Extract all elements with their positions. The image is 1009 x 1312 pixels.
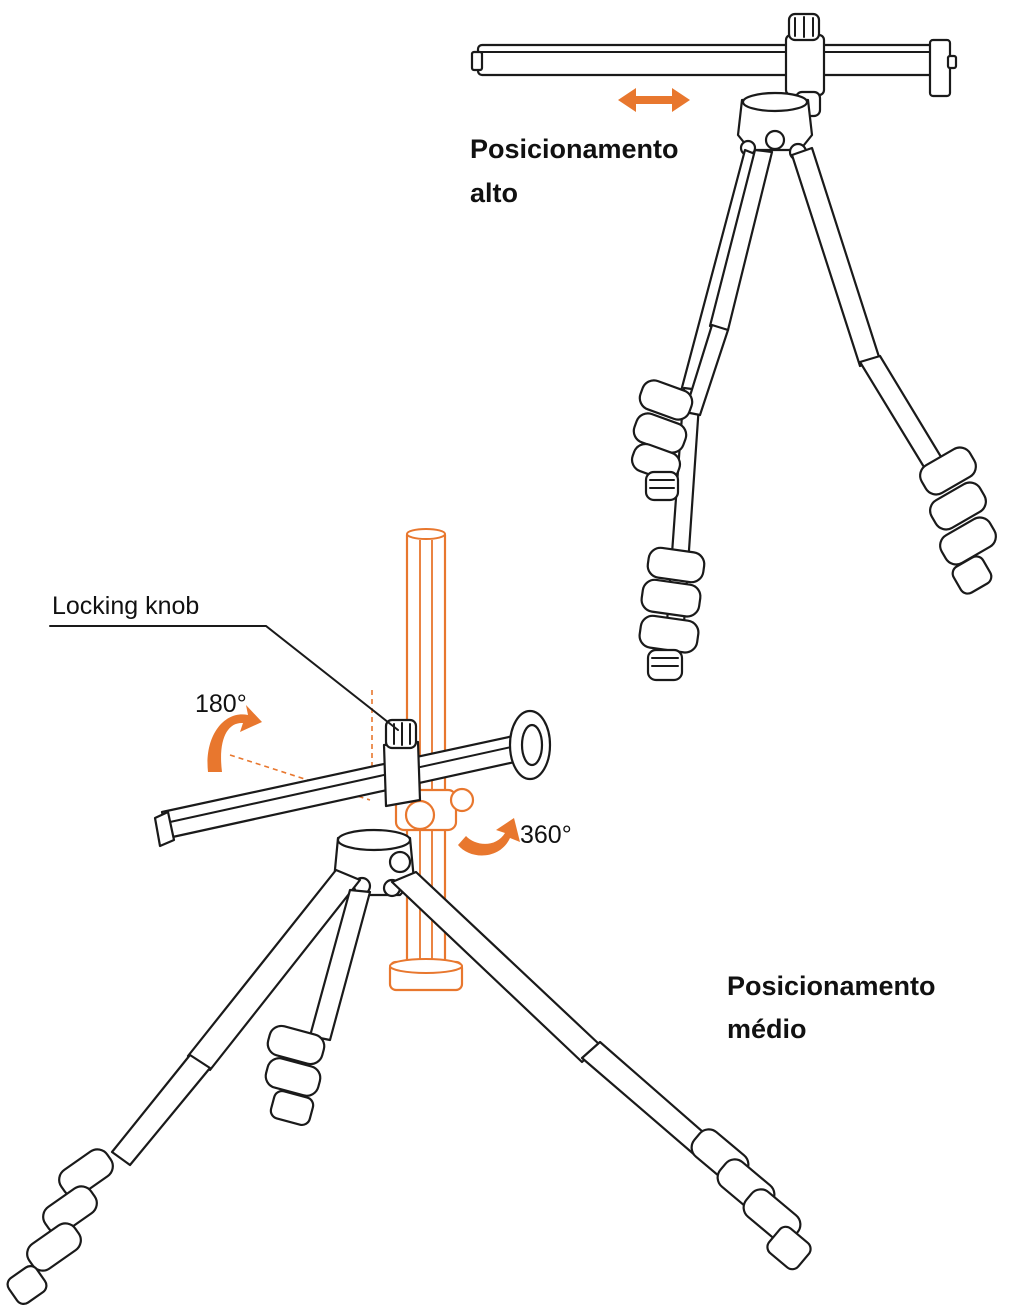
- leg-middle-right: [390, 870, 812, 1271]
- horizontal-arm-middle: [153, 709, 552, 848]
- horizontal-column-top: [470, 12, 958, 118]
- leg-middle-back: [264, 888, 372, 1127]
- label-rotation-180: 180°: [195, 690, 247, 718]
- leg-middle-left: [6, 868, 362, 1305]
- tripod-high-position: [470, 12, 997, 682]
- tripod-middle-position: [6, 528, 812, 1305]
- leg-top-right: [790, 146, 997, 595]
- label-middle-line2: médio: [727, 1014, 807, 1044]
- label-middle-line1: Posicionamento: [727, 971, 936, 1001]
- label-high-line1: Posicionamento: [470, 134, 679, 164]
- vertical-column-orange: [388, 528, 475, 992]
- double-arrow-icon: [618, 88, 690, 112]
- locking-knob-leader: [49, 625, 399, 731]
- rotate-arrow-180-icon: [207, 705, 262, 772]
- label-rotation-360: 360°: [520, 821, 572, 849]
- label-high-line2: alto: [470, 178, 518, 208]
- rotate-arrow-360-icon: [458, 818, 520, 856]
- leg-top-back: [630, 148, 774, 502]
- tripod-head-top: [736, 91, 814, 162]
- label-locking-knob: Locking knob: [52, 592, 199, 620]
